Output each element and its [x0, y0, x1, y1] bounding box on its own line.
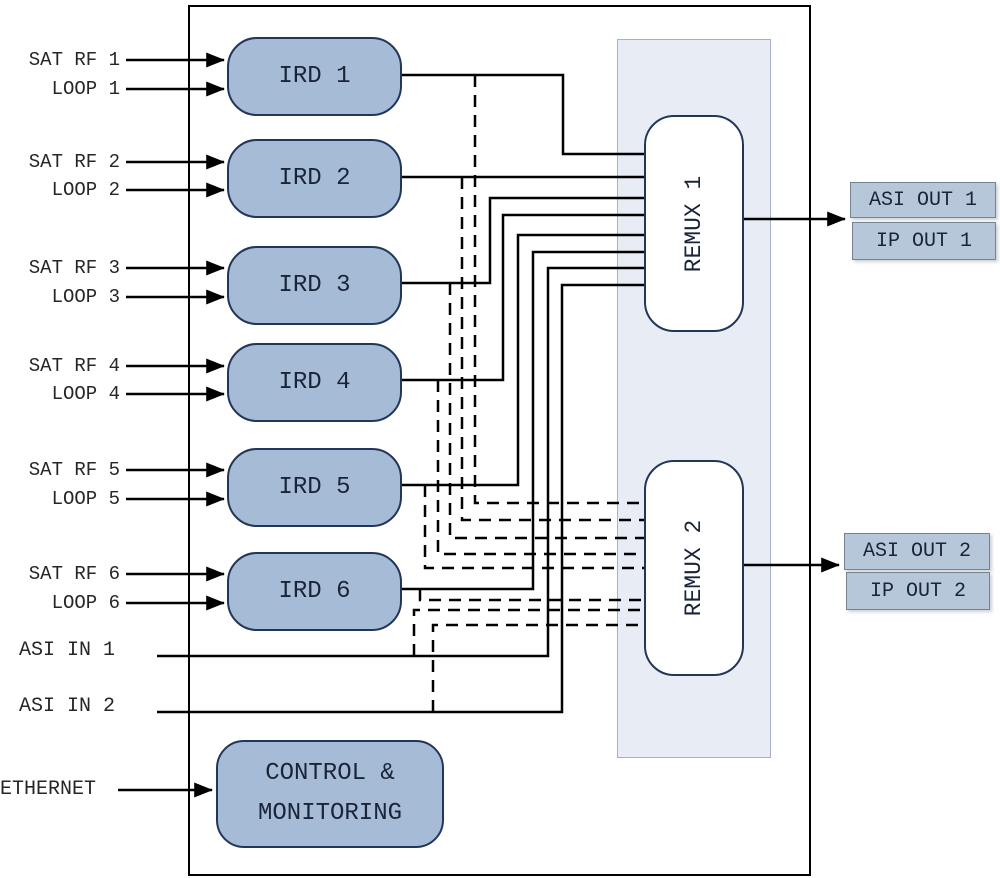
wire-ird5-remux1 [398, 233, 646, 487]
label-sat-rf-5: SAT RF 5 [28, 459, 120, 481]
label-sat-rf-2: SAT RF 2 [28, 151, 120, 173]
label-loop-4: LOOP 4 [51, 383, 120, 405]
box-ip-out-2: IP OUT 2 [846, 572, 990, 610]
wire-asi-in-1-remux2 [412, 608, 646, 656]
box-ip-out-1: IP OUT 1 [852, 222, 996, 260]
wire-ird6-remux1 [398, 250, 646, 591]
wire-asi-in-2-remux1 [157, 283, 646, 714]
box-asi-out-1: ASI OUT 1 [850, 182, 996, 218]
block-ird-6: IRD 6 [227, 552, 402, 631]
wire-ird3-remux1 [398, 196, 646, 285]
block-ird-4: IRD 4 [227, 343, 402, 422]
wire-ird6-remux2 [418, 589, 646, 602]
wire-ird5-remux2 [423, 485, 646, 570]
block-remux-2: REMUX 2 [644, 460, 744, 676]
block-ird-2: IRD 2 [227, 139, 402, 218]
block-ird-3: IRD 3 [227, 246, 402, 325]
label-loop-3: LOOP 3 [51, 286, 120, 308]
label-loop-5: LOOP 5 [51, 488, 120, 510]
remux-2-label: REMUX 2 [681, 519, 707, 617]
control-label-line1: CONTROL & [265, 760, 395, 787]
label-sat-rf-3: SAT RF 3 [28, 257, 120, 279]
wire-asi-in-2-remux2 [431, 623, 646, 712]
block-control-monitoring: CONTROL & MONITORING [216, 740, 444, 848]
label-sat-rf-1: SAT RF 1 [28, 49, 120, 71]
wire-ird1-remux2 [473, 75, 646, 505]
control-label-line2: MONITORING [257, 800, 403, 827]
label-loop-6: LOOP 6 [51, 592, 120, 614]
label-loop-1: LOOP 1 [51, 78, 120, 100]
wire-ird4-remux1 [398, 213, 646, 382]
wire-asi-in-1-remux1 [157, 266, 646, 658]
label-asi-in-2: ASI IN 2 [18, 695, 115, 718]
box-asi-out-2: ASI OUT 2 [844, 533, 990, 570]
wire-ird1-remux1 [398, 73, 646, 156]
remux-1-label: REMUX 1 [681, 175, 707, 272]
wire-ird2-remux2 [460, 177, 646, 522]
main-chassis-box [188, 5, 811, 876]
block-ird-1: IRD 1 [227, 37, 402, 116]
label-sat-rf-4: SAT RF 4 [28, 355, 120, 377]
label-ethernet: ETHERNET [0, 778, 97, 801]
wire-ird4-remux2 [436, 380, 646, 556]
label-loop-2: LOOP 2 [51, 179, 120, 201]
block-ird-5: IRD 5 [227, 448, 402, 527]
label-asi-in-1: ASI IN 1 [18, 639, 115, 662]
label-sat-rf-6: SAT RF 6 [28, 563, 120, 585]
block-remux-1: REMUX 1 [644, 115, 744, 332]
wire-ird3-remux2 [448, 283, 646, 540]
